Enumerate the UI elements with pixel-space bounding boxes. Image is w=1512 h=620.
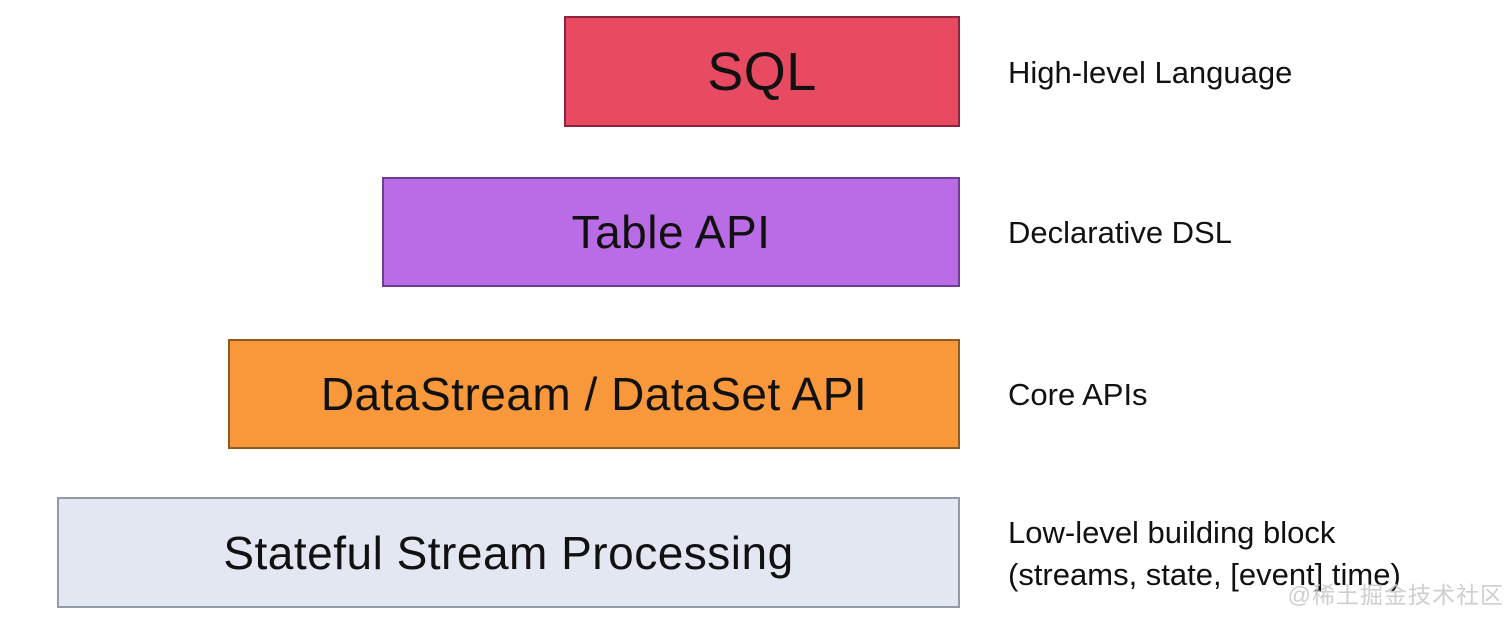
layer-box-table-api: Table API xyxy=(382,177,960,287)
layer-box-stateful-stream-processing: Stateful Stream Processing xyxy=(57,497,960,608)
layer-box-datastream-dataset-api-label: DataStream / DataSet API xyxy=(320,368,868,420)
side-label-high-level-language: High-level Language xyxy=(1008,55,1293,90)
side-label-low-level-building-block: Low-level building block (streams, state… xyxy=(1008,512,1401,596)
layer-box-stateful-stream-processing-label: Stateful Stream Processing xyxy=(223,526,794,579)
layer-box-sql: SQL xyxy=(564,16,960,127)
side-label-core-apis: Core APIs xyxy=(1008,377,1148,412)
side-label-low-level-line2: (streams, state, [event] time) xyxy=(1008,557,1401,592)
layer-box-datastream-dataset-api: DataStream / DataSet API xyxy=(228,339,960,449)
side-label-low-level-line1: Low-level building block xyxy=(1008,515,1336,550)
watermark-text: @稀土掘金技术社区 xyxy=(1287,582,1504,608)
layer-box-table-api-label: Table API xyxy=(571,206,771,258)
layer-box-sql-label: SQL xyxy=(707,41,817,102)
side-label-declarative-dsl: Declarative DSL xyxy=(1008,215,1232,250)
